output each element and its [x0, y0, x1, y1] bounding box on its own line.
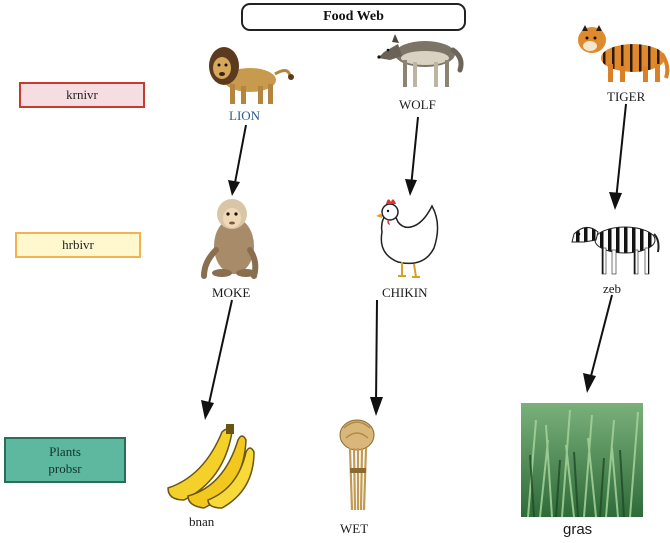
zebra-image	[571, 226, 660, 275]
label-banana: bnan	[189, 514, 215, 529]
label-zebra: zeb	[603, 281, 622, 296]
wheat-image	[339, 419, 375, 511]
arrow-wolf-to-chicken	[405, 116, 419, 196]
legend-herbivore: hrbivr	[15, 232, 141, 258]
lion-image	[209, 47, 294, 104]
label-tiger: TIGER	[607, 89, 646, 104]
arrow-chicken-to-wheat	[370, 299, 383, 416]
arrow-tiger-to-zebra	[609, 103, 627, 210]
label-lion: LION	[229, 108, 261, 123]
legend-carnivore: krnivr	[19, 82, 145, 108]
arrow-lion-to-monkey	[228, 124, 247, 196]
arrow-zebra-to-grass	[583, 294, 613, 393]
banana-image	[167, 424, 255, 509]
label-monkey: MOKE	[212, 285, 251, 300]
tiger-image	[578, 25, 670, 82]
label-wolf: WOLF	[399, 97, 436, 112]
legend-producer-line2: probsr	[48, 461, 82, 476]
label-grass: gras	[563, 521, 593, 538]
chicken-image	[376, 199, 439, 278]
label-wheat: WET	[340, 521, 369, 536]
grass-image	[521, 403, 643, 518]
diagram-title: Food Web	[241, 3, 466, 31]
legend-producer-line1: Plants	[49, 444, 81, 459]
arrow-monkey-to-banana	[201, 299, 233, 420]
legend-producer: Plants probsr	[4, 437, 126, 483]
label-chicken: CHIKIN	[382, 285, 428, 300]
wolf-image	[377, 34, 464, 87]
monkey-image	[201, 199, 259, 279]
